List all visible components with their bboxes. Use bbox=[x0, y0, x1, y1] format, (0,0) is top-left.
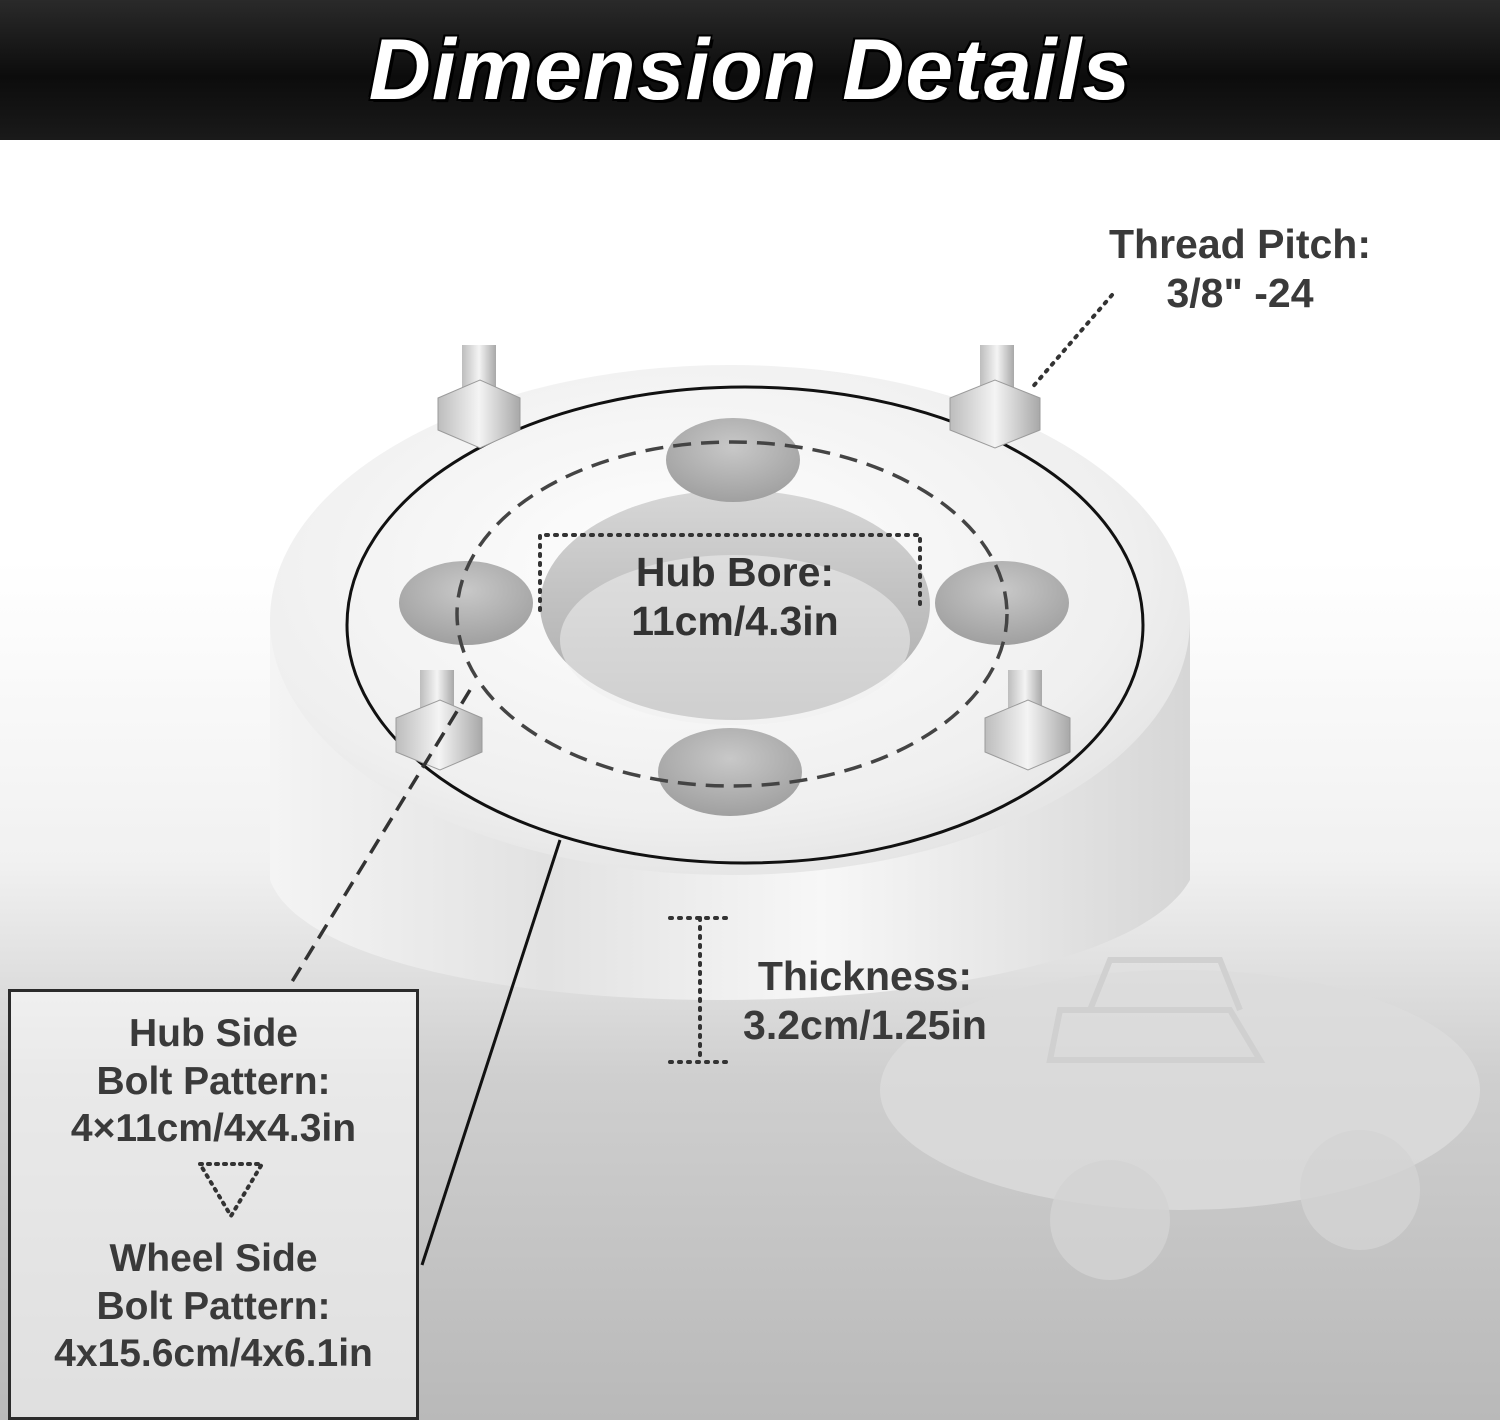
lug-hole-left bbox=[399, 561, 533, 645]
thread-pitch-title: Thread Pitch: bbox=[1109, 221, 1371, 267]
hub-side-subtitle: Bolt Pattern: bbox=[96, 1059, 331, 1103]
bolt-pattern-box: Hub Side Bolt Pattern: 4×11cm/4x4.3in Wh… bbox=[8, 989, 419, 1420]
title-banner: Dimension Details bbox=[0, 0, 1500, 140]
hub-bore-value: 11cm/4.3in bbox=[631, 598, 839, 645]
product-scene: Thread Pitch: 3/8" -24 Hub Bore: 11cm/4.… bbox=[0, 140, 1500, 1420]
thread-pitch-value: 3/8" -24 bbox=[1166, 270, 1314, 317]
banner-title: Dimension Details bbox=[368, 21, 1132, 118]
thread-pitch-label: Thread Pitch: 3/8" -24 bbox=[1060, 220, 1420, 318]
hub-side-bolt-circle bbox=[455, 440, 1009, 788]
hub-bore-title: Hub Bore: bbox=[635, 549, 835, 595]
thickness-title: Thickness: bbox=[757, 953, 973, 999]
thickness-bracket bbox=[668, 916, 732, 1064]
stud-top-right bbox=[949, 345, 1041, 449]
hub-bore-label: Hub Bore: 11cm/4.3in bbox=[560, 548, 910, 646]
wheel-side-pattern: Wheel Side Bolt Pattern: 4x15.6cm/4x6.1i… bbox=[11, 1235, 416, 1378]
wheel-side-subtitle: Bolt Pattern: bbox=[96, 1284, 331, 1328]
lug-hole-top bbox=[666, 418, 800, 502]
hub-side-pattern: Hub Side Bolt Pattern: 4×11cm/4x4.3in bbox=[11, 1010, 416, 1153]
lug-hole-right bbox=[935, 561, 1069, 645]
hub-side-leader bbox=[288, 689, 472, 986]
stud-bottom-right bbox=[984, 670, 1071, 771]
hub-bore-bracket bbox=[538, 533, 922, 612]
thickness-label: Thickness: 3.2cm/1.25in bbox=[700, 952, 1030, 1050]
hub-side-title: Hub Side bbox=[128, 1012, 298, 1055]
lug-hole-bottom bbox=[658, 728, 802, 816]
wheel-side-leader bbox=[420, 839, 562, 1266]
stud-bottom-left bbox=[395, 670, 483, 771]
arrow-down-icon bbox=[196, 1162, 266, 1220]
wheel-side-value: 4x15.6cm/4x6.1in bbox=[54, 1332, 373, 1376]
wheel-side-bolt-circle bbox=[345, 385, 1145, 865]
stud-top-left bbox=[437, 345, 521, 449]
wheel-side-title: Wheel Side bbox=[109, 1237, 318, 1280]
thickness-value: 3.2cm/1.25in bbox=[743, 1002, 987, 1049]
wheel-spacer-illustration bbox=[0, 293, 1500, 1420]
thread-pitch-leader bbox=[1028, 293, 1114, 392]
hub-side-value: 4×11cm/4x4.3in bbox=[70, 1107, 357, 1151]
